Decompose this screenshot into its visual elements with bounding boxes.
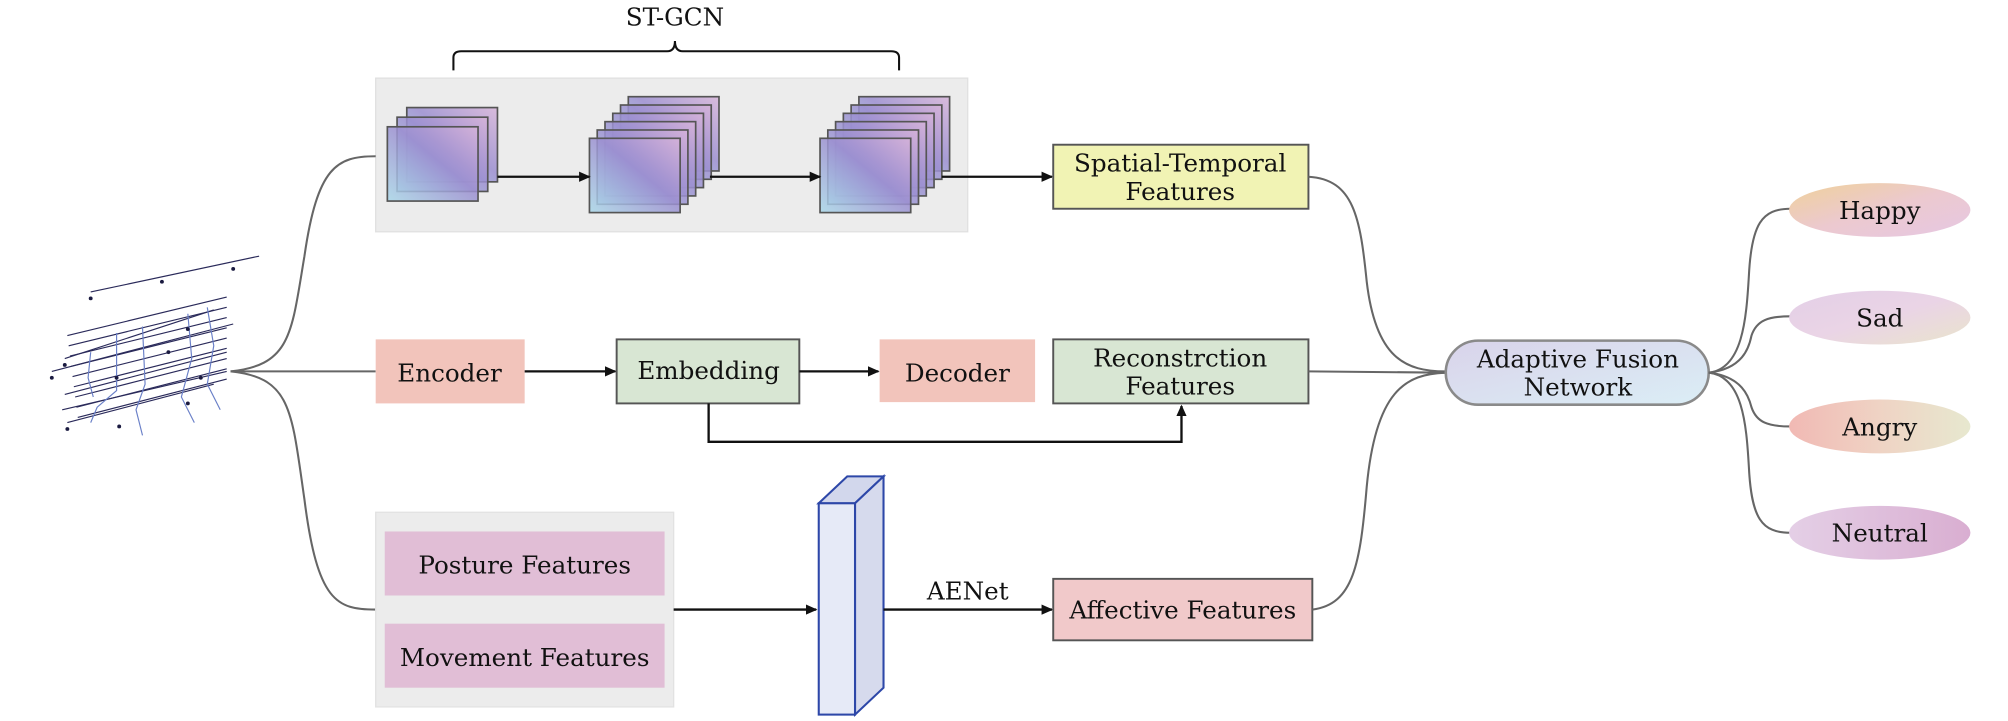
connector-fusion-to-sad [1708,315,1791,374]
stgcn-label: ST-GCN [626,3,724,32]
spatial-temporal-features-box: Spatial-Temporal Features [1052,143,1310,210]
fusion-line1: Adaptive Fusion [1476,345,1679,374]
skeleton-joint [117,424,122,429]
feature-map-layer [386,125,479,202]
skeleton-edge [180,313,195,423]
emotion-happy: Happy [1789,183,1971,237]
arrow-embedding-to-reconstruction [707,403,1187,443]
emotion-sad-label: Sad [1856,304,1903,333]
skeleton-joint [159,279,164,284]
skeleton-joint [65,427,70,431]
skeleton-joint [49,375,54,380]
skeleton-edge [87,352,94,398]
skeleton-joint [114,375,119,380]
skeleton-edge [64,351,227,395]
skeleton-edge [90,332,118,423]
feature-map-layer [588,137,681,214]
encoder-label: Encoder [397,359,502,388]
skeleton-edge [71,327,227,367]
decoder-box: Decoder [879,339,1036,403]
decoder-label: Decoder [905,359,1010,388]
skeleton-edge [135,326,146,436]
skeleton-joint [185,401,190,406]
connector-fusion-to-neutral [1708,371,1791,534]
connector-spatial-to-fusion [1308,175,1446,373]
skeleton-sequence-icon [49,255,260,436]
encoder-box: Encoder [375,339,525,404]
connector-input-to-stgcn [230,155,376,373]
skeleton-edge [77,378,227,419]
movement-features-box: Movement Features [384,623,665,688]
embedding-box: Embedding [615,338,801,405]
skeleton-joint [198,375,203,380]
spatial-temporal-line1: Spatial-Temporal [1074,149,1286,178]
emotion-neutral-label: Neutral [1832,519,1928,548]
stgcn-brace [452,40,901,71]
connector-reconstruction-to-fusion [1308,370,1446,374]
feature-map-stack-3 [819,95,951,214]
skeleton-edge [90,255,260,293]
aenet-block [816,474,887,717]
skeleton-joint [185,327,190,332]
skeleton-edge [67,383,214,424]
feature-map-stack-1 [386,106,499,202]
skeleton-edge [76,368,227,408]
feature-map-layer [819,137,912,214]
movement-features-label: Movement Features [400,643,650,672]
skeleton-edge [206,307,221,411]
emotion-angry-label: Angry [1841,413,1917,442]
skeleton-edge [73,347,227,388]
reconstruction-line1: Reconstrction [1093,343,1267,372]
skeleton-edge [72,337,227,378]
reconstruction-line2: Features [1125,372,1235,401]
adaptive-fusion-network-node: Adaptive Fusion Network [1444,339,1711,406]
embedding-label: Embedding [637,356,780,385]
posture-features-box: Posture Features [384,531,665,596]
posture-features-label: Posture Features [418,551,631,580]
skeleton-edge [68,306,227,347]
emotion-neutral: Neutral [1789,505,1971,560]
connector-input-to-posture [230,370,376,611]
skeleton-joint [231,267,236,271]
feature-map-stack-2 [588,95,720,214]
connector-fusion-to-angry [1708,371,1791,428]
skeleton-joint [166,350,171,355]
fusion-line2: Network [1524,373,1633,402]
affective-features-label: Affective Features [1068,596,1296,625]
affective-features-box: Affective Features [1052,577,1314,642]
aenet-label: AENet [926,576,1009,605]
connector-affective-to-fusion [1312,371,1446,611]
reconstruction-features-box: Reconstrction Features [1052,338,1310,405]
emotion-sad: Sad [1789,290,1971,345]
skeleton-edge [64,309,214,360]
spatial-temporal-line2: Features [1125,177,1235,206]
connector-fusion-to-happy [1708,207,1791,374]
skeleton-joint [88,296,93,301]
skeleton-edge [69,317,227,357]
emotion-happy-label: Happy [1839,196,1921,225]
skeleton-joint [62,363,67,367]
emotion-angry: Angry [1789,399,1971,454]
skeleton-edge [74,358,227,398]
skeleton-edge [67,296,227,337]
